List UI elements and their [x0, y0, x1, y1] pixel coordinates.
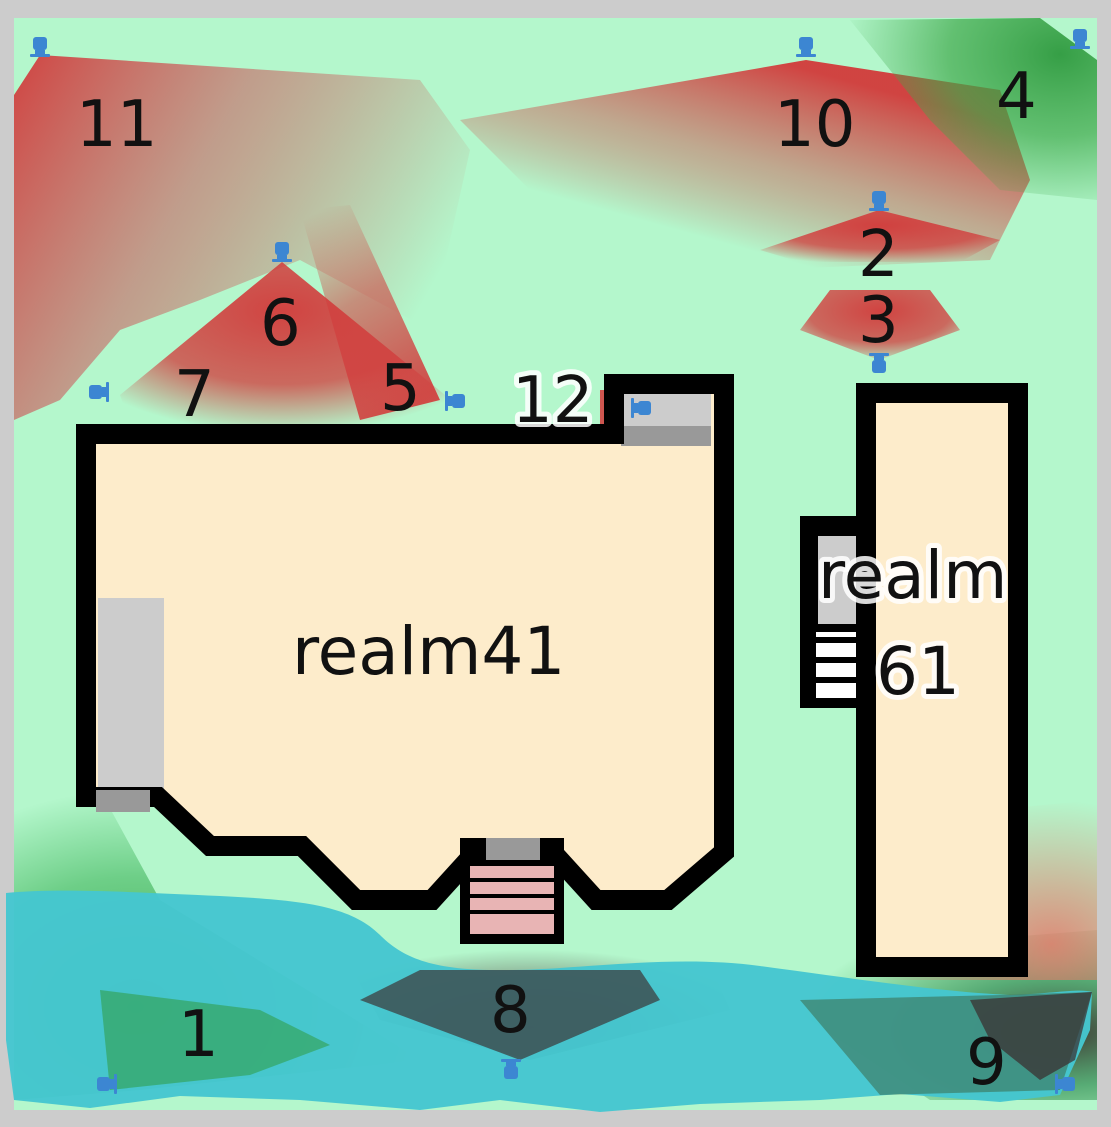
- building-label-realm61-line2: 61: [876, 633, 960, 710]
- camera-label-4: 4: [996, 60, 1037, 134]
- water-coverage-1: [100, 990, 330, 1090]
- camera-label-10: 10: [774, 88, 855, 162]
- camera-2[interactable]: [869, 191, 889, 211]
- coverage-zone-2: [760, 210, 1000, 262]
- coverage-zone-4: [850, 18, 1097, 200]
- camera-8[interactable]: [501, 1059, 521, 1079]
- camera-label-12: 12: [512, 364, 593, 438]
- building-labels: realm41 realm 61: [292, 532, 1012, 715]
- camera-label-5: 5: [380, 352, 421, 426]
- realm61-walls: [856, 383, 1028, 977]
- camera-label-2: 2: [858, 218, 899, 292]
- building-label-realm61-line1: realm: [818, 537, 1007, 614]
- camera-1[interactable]: [97, 1074, 117, 1094]
- coverage-zone-11: [14, 55, 470, 420]
- camera-9[interactable]: [1055, 1074, 1075, 1094]
- realm41-stairs-landing: [486, 838, 540, 860]
- camera-label-1: 1: [178, 998, 219, 1072]
- camera-5[interactable]: [445, 391, 465, 411]
- camera-label-7: 7: [174, 358, 215, 432]
- realm41-sill-top: [621, 426, 711, 446]
- realm61-door-inner[interactable]: [876, 540, 920, 632]
- realm41-stair-lines: [470, 878, 554, 914]
- camera-label-11: 11: [76, 88, 157, 162]
- camera-11[interactable]: [30, 37, 50, 57]
- building-label-realm41: realm41: [292, 613, 565, 690]
- camera-6[interactable]: [272, 242, 292, 262]
- camera-4[interactable]: [1070, 29, 1090, 49]
- camera-labels: 11 10 4 2 3 6 7 5 12 8 1 9: [76, 60, 1037, 1100]
- camera-10[interactable]: [796, 37, 816, 57]
- building-realm61[interactable]: [800, 383, 1028, 977]
- camera-12[interactable]: [631, 398, 651, 418]
- camera-label-9: 9: [966, 1026, 1007, 1100]
- realm41-stairs[interactable]: [470, 866, 554, 934]
- realm41-sill-left-cover: [96, 790, 150, 812]
- coverage-zone-3: [800, 290, 960, 360]
- camera-label-3: 3: [858, 284, 899, 358]
- building-realm41[interactable]: [76, 374, 734, 944]
- realm41-door-left[interactable]: [98, 598, 164, 790]
- realm41-floor: [86, 384, 724, 900]
- camera-label-6: 6: [260, 287, 301, 361]
- water-coverage-8: [360, 970, 660, 1060]
- water-coverage-9-dark: [970, 992, 1092, 1080]
- realm61-annex-stair-lines: [816, 637, 860, 683]
- coverage-zone-6: [120, 262, 445, 425]
- camera-label-8: 8: [490, 974, 531, 1048]
- camera-7[interactable]: [89, 382, 109, 402]
